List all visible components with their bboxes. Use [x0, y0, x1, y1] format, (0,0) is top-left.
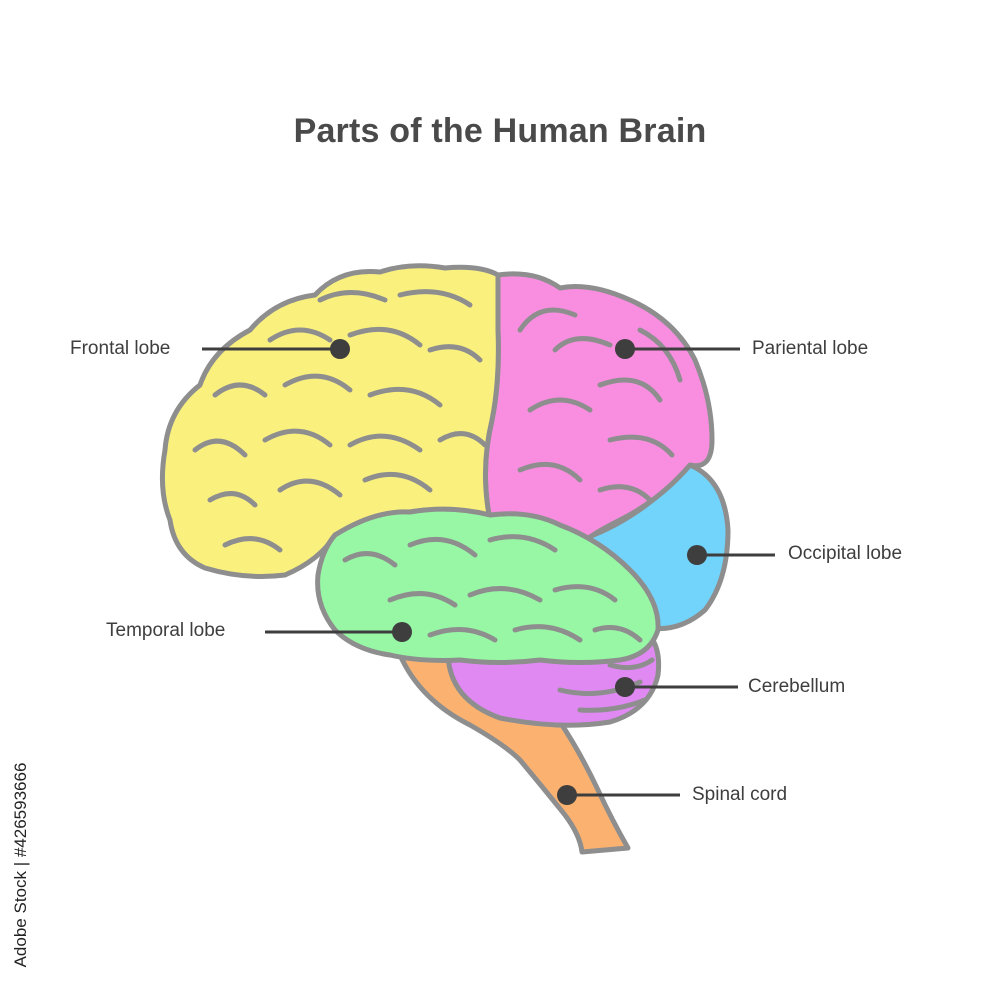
occipital-marker-dot	[687, 545, 707, 565]
cerebellum-marker-dot	[615, 677, 635, 697]
cerebellum-label: Cerebellum	[748, 676, 846, 697]
stock-id-watermark: Adobe Stock | #426593666	[6, 755, 36, 1000]
temporal-marker-dot	[392, 622, 412, 642]
parietal-marker-dot	[615, 339, 635, 359]
occipital-lobe-label: Occipital lobe	[788, 543, 903, 564]
temporal-lobe-label: Temporal lobe	[106, 620, 226, 641]
stock-id-text: Adobe Stock | #426593666	[11, 762, 30, 968]
diagram-title: Parts of the Human Brain	[293, 112, 707, 150]
spinal-cord-label: Spinal cord	[692, 784, 788, 805]
frontal-lobe-label: Frontal lobe	[70, 338, 171, 359]
frontal-marker-dot	[330, 339, 350, 359]
parietal-lobe-label: Pariental lobe	[752, 338, 869, 359]
spinal-marker-dot	[557, 785, 577, 805]
